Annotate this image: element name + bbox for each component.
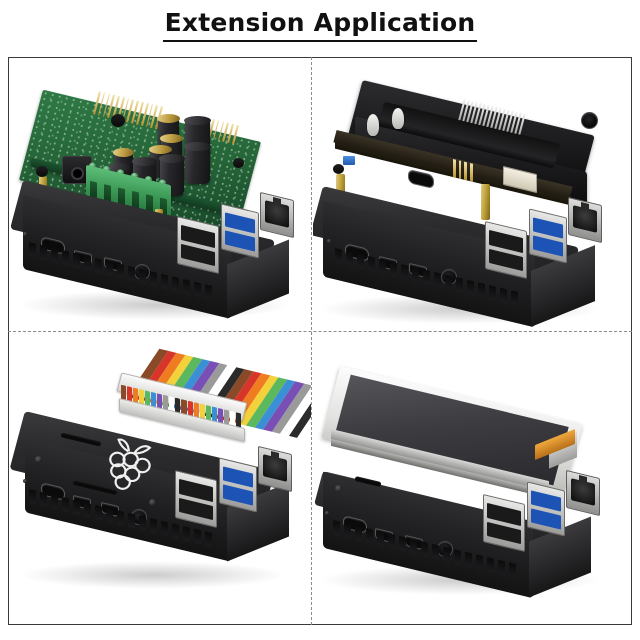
battery-spring-contact-0 bbox=[367, 114, 379, 136]
usb-2-0-port-pair bbox=[175, 469, 217, 529]
inductor-component bbox=[111, 114, 125, 127]
page-title: Extension Application bbox=[162, 9, 478, 42]
usb-3-0-port-pair bbox=[529, 208, 567, 264]
case-screw bbox=[325, 511, 329, 515]
drop-shadow bbox=[19, 561, 287, 589]
usb-2-0-port-pair bbox=[485, 220, 527, 280]
raspberry-pi-logo bbox=[88, 432, 169, 499]
ethernet-port bbox=[260, 191, 294, 239]
usb-2-0-port-pair bbox=[177, 215, 219, 275]
lid-screw-right bbox=[149, 499, 156, 506]
usb-3-0-port-pair bbox=[527, 481, 565, 537]
panel-amplifier-hat bbox=[9, 58, 311, 331]
gpio-ribbon-cable-scene bbox=[9, 333, 311, 624]
blue-trim-potentiometer bbox=[343, 156, 355, 165]
board-pin-header bbox=[453, 159, 473, 182]
lid-screw-left bbox=[35, 456, 42, 463]
lcd-touchscreen-scene bbox=[313, 333, 631, 624]
usb-2-0-port-pair bbox=[483, 493, 525, 553]
capacitor-black-2 bbox=[184, 142, 211, 184]
ups-battery-hat-scene bbox=[313, 58, 631, 331]
usb-3-0-port-pair bbox=[219, 457, 257, 513]
board-screw-post bbox=[333, 164, 344, 174]
amplifier-hat-scene bbox=[9, 58, 311, 331]
screw-post-left bbox=[36, 166, 48, 177]
panel-gpio-ribbon-cable bbox=[9, 333, 311, 624]
usb-3-0-port-pair bbox=[221, 203, 259, 259]
panel-lcd-touchscreen bbox=[313, 333, 631, 624]
ethernet-port bbox=[568, 196, 602, 244]
battery-end-cap bbox=[581, 112, 598, 129]
ethernet-port bbox=[258, 445, 292, 493]
page-title-wrap: Extension Application bbox=[0, 9, 640, 42]
horizontal-divider bbox=[8, 331, 632, 332]
case-screw bbox=[23, 479, 27, 483]
lid-screw bbox=[335, 485, 342, 492]
brass-standoff-right bbox=[481, 184, 490, 220]
vertical-divider bbox=[311, 57, 312, 625]
case-screw bbox=[23, 232, 27, 236]
screw-post-right bbox=[233, 158, 244, 168]
case-screw bbox=[327, 239, 331, 243]
battery-spring-contact-1 bbox=[392, 108, 404, 129]
ethernet-port bbox=[566, 469, 600, 517]
panel-ups-battery-hat bbox=[313, 58, 631, 331]
